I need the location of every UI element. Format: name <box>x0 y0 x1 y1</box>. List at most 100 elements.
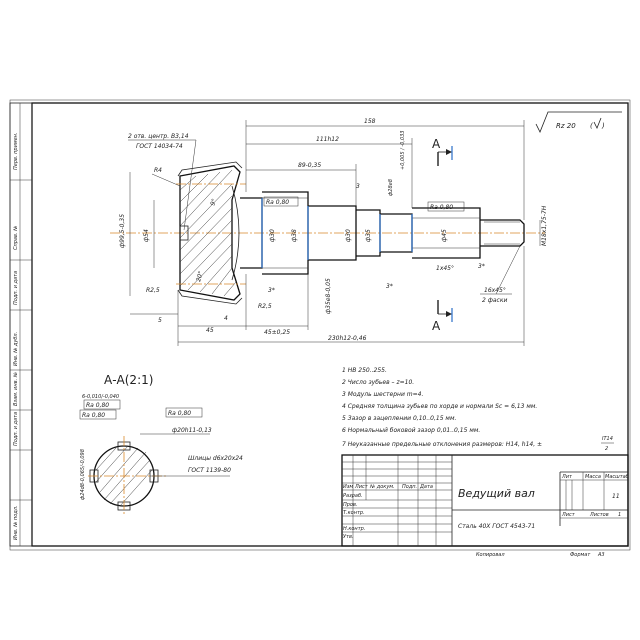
svg-text:+0,005 / -0,033: +0,005 / -0,033 <box>400 131 406 171</box>
left-strip: Перв. примен. Справ. № Подп. и дата Инв.… <box>9 102 33 547</box>
svg-text:Rz 20: Rz 20 <box>556 122 576 130</box>
section-title: А-А(2:1) <box>104 373 153 387</box>
svg-text:230h12-0,46: 230h12-0,46 <box>328 335 367 342</box>
roughness-symbol: Rz 20 ( ) <box>535 111 622 133</box>
svg-text:Масштаб: Масштаб <box>605 474 629 480</box>
svg-text:Лист: Лист <box>561 512 576 518</box>
dimensions-top: 158 111h12 89-0,35 3 ф28e8 +0,005 / -0,0… <box>245 118 525 220</box>
svg-text:Разраб.: Разраб. <box>343 493 363 499</box>
material: Сталь 40Х ГОСТ 4543-71 <box>458 523 535 530</box>
svg-text:Копировал: Копировал <box>476 552 505 558</box>
svg-text:ф45: ф45 <box>441 229 448 242</box>
svg-text:R2,5: R2,5 <box>146 287 160 294</box>
svg-text:ф35: ф35 <box>365 229 372 242</box>
svg-text:45±0,25: 45±0,25 <box>264 329 290 336</box>
svg-text:1: 1 <box>618 512 621 518</box>
svg-text:3*: 3* <box>268 287 275 294</box>
drawing-frame <box>31 102 629 547</box>
svg-text:ф30: ф30 <box>269 229 276 242</box>
note-line: 3 Модуль шестерни m=4. <box>342 391 423 398</box>
svg-text:ф99,5-0,35: ф99,5-0,35 <box>119 214 126 248</box>
svg-text:Изм: Изм <box>343 484 353 490</box>
note-line: 5 Зазор в зацеплении 0,10..0,15 мм. <box>342 415 456 422</box>
svg-text:Лист: Лист <box>354 484 369 490</box>
svg-text:6-0,010/-0,040: 6-0,010/-0,040 <box>82 394 119 400</box>
main-view: А А 158 111h12 89-0,35 3 ф28e8 +0,005 / … <box>110 118 548 346</box>
technical-notes: 1 НВ 250..255. 2 Число зубьев – z=10. 3 … <box>342 367 614 452</box>
svg-text:Ra 0,80: Ra 0,80 <box>266 199 289 206</box>
note-line: 1 НВ 250..255. <box>342 367 387 374</box>
svg-text:16x45°: 16x45° <box>484 287 506 294</box>
svg-text:ф35e8-0,05: ф35e8-0,05 <box>325 278 332 314</box>
strip-label: Перв. примен. <box>13 132 19 170</box>
svg-text:1х45°: 1х45° <box>436 265 454 272</box>
svg-text:А3: А3 <box>597 552 605 558</box>
svg-text:Утв.: Утв. <box>343 534 354 540</box>
svg-text:ф30: ф30 <box>345 229 352 242</box>
svg-text:ГОСТ 14034-74: ГОСТ 14034-74 <box>136 143 183 150</box>
svg-text:ф54: ф54 <box>143 229 150 242</box>
title-block: Изм Лист № докум. Подп. Дата Разраб. Про… <box>341 454 629 558</box>
svg-text:Листов: Листов <box>589 512 609 518</box>
gear-section <box>176 161 246 305</box>
svg-text:2 отв. центр. В3,14: 2 отв. центр. В3,14 <box>128 133 189 140</box>
svg-text:Масса: Масса <box>585 474 601 480</box>
part-title: Ведущий вал <box>458 487 535 500</box>
svg-text:Ra 0,80: Ra 0,80 <box>86 402 109 409</box>
svg-text:): ) <box>601 122 605 130</box>
svg-text:Ra 0,80: Ra 0,80 <box>430 204 453 211</box>
strip-label: Справ. № <box>13 226 19 250</box>
svg-text:ГОСТ 1139-80: ГОСТ 1139-80 <box>188 467 231 474</box>
note-line: 4 Средняя толщина зубьев по хорде и норм… <box>342 403 537 410</box>
svg-text:111h12: 111h12 <box>316 136 339 143</box>
svg-text:11: 11 <box>612 493 620 500</box>
svg-text:ф24d8-0,065/-0,098: ф24d8-0,065/-0,098 <box>80 449 86 500</box>
diameter-labels: ф99,5-0,35 ф54 ф30 ф38 ф30 ф35 ф45 М18х1… <box>119 172 548 314</box>
svg-text:Подп.: Подп. <box>402 484 417 490</box>
strip-label: Инв. № дубл. <box>13 332 19 366</box>
svg-text:89-0,35: 89-0,35 <box>298 162 321 169</box>
svg-text:Н.контр.: Н.контр. <box>343 526 365 532</box>
strip-label: Взам. инв. № <box>13 372 19 406</box>
strip-label: Подп. и дата <box>13 412 19 446</box>
svg-text:2: 2 <box>605 446 608 452</box>
note-line: 6 Нормальный боковой зазор 0,01..0,15 мм… <box>342 427 480 434</box>
svg-text:ф20h11-0,13: ф20h11-0,13 <box>172 427 212 434</box>
section-view: А-А(2:1) Ra 0,80 Ra 0,80 Ra 0,80 6-0,010… <box>79 373 243 516</box>
ra-callouts: Ra 0,80 Ra 0,80 <box>263 196 465 212</box>
svg-text:45: 45 <box>206 327 214 334</box>
svg-text:IT14: IT14 <box>602 436 613 442</box>
shaft-body <box>240 191 525 275</box>
svg-text:М18х1,75-7Н: М18х1,75-7Н <box>541 205 548 246</box>
dimensions-bottom: 5 45 4 45±0,25 230h12-0,46 <box>130 246 525 346</box>
svg-text:Лит: Лит <box>561 474 573 480</box>
svg-text:4: 4 <box>224 315 228 322</box>
svg-text:Дата: Дата <box>419 484 433 490</box>
svg-text:№ докум.: № докум. <box>369 484 395 490</box>
feature-labels: 2 отв. центр. В3,14 ГОСТ 14034-74 R4 R2,… <box>128 133 521 310</box>
svg-text:158: 158 <box>364 118 376 125</box>
svg-text:ф28e8: ф28e8 <box>388 179 394 196</box>
svg-text:Пров.: Пров. <box>343 502 358 508</box>
svg-text:3*: 3* <box>478 263 485 270</box>
svg-text:20°: 20° <box>195 270 205 282</box>
svg-text:ф38: ф38 <box>291 229 298 242</box>
svg-text:Формат: Формат <box>570 552 591 558</box>
svg-text:Т.контр.: Т.контр. <box>343 510 365 516</box>
svg-text:А: А <box>432 137 441 151</box>
svg-text:9°: 9° <box>209 198 218 207</box>
svg-text:(: ( <box>590 122 593 130</box>
svg-text:5: 5 <box>158 317 162 324</box>
note-line: 7 Неуказанные предельные отклонения разм… <box>342 441 542 448</box>
svg-text:3: 3 <box>356 183 360 190</box>
svg-text:R4: R4 <box>154 167 162 174</box>
strip-label: Подп. и дата <box>13 271 19 305</box>
svg-text:Ra 0,80: Ra 0,80 <box>82 412 105 419</box>
svg-text:Шлицы d6х20х24: Шлицы d6х20х24 <box>188 455 243 462</box>
svg-text:2 фаски: 2 фаски <box>482 297 507 304</box>
svg-text:А: А <box>432 319 441 333</box>
section-cut-marks: А А <box>432 137 453 333</box>
svg-text:3*: 3* <box>386 283 393 290</box>
strip-label: Инв. № подл. <box>13 506 19 541</box>
